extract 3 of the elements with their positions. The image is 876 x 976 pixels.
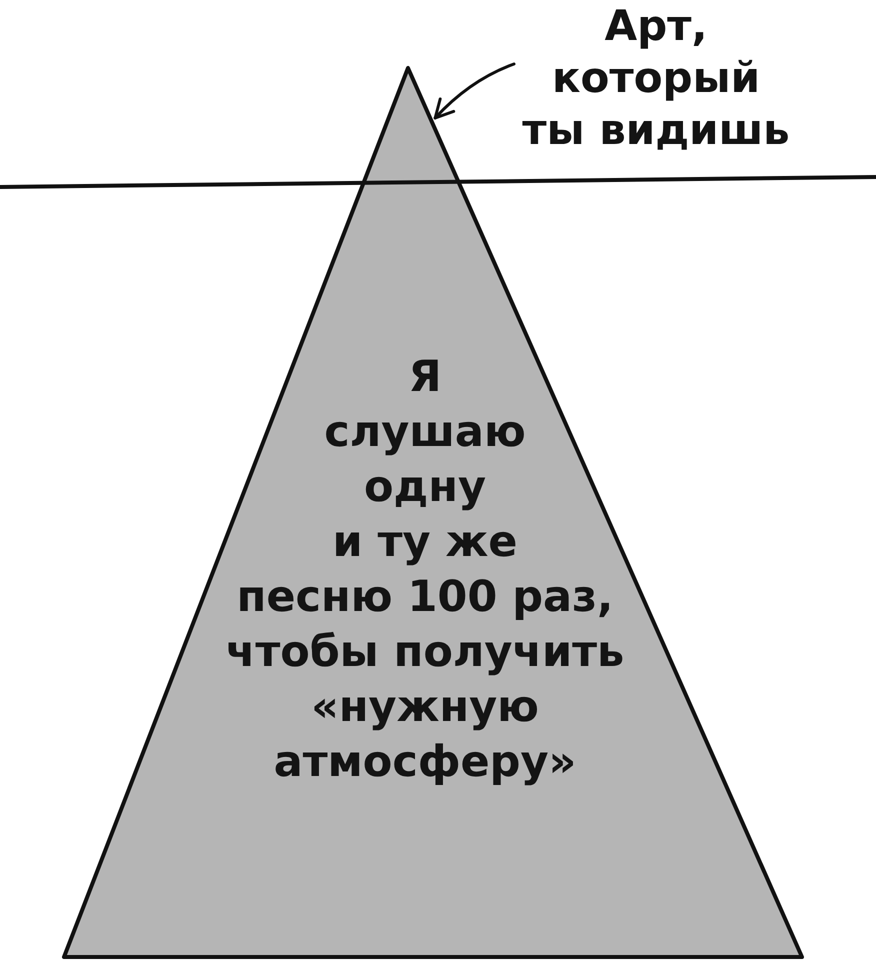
annotation-text: Арт, который ты видишь xyxy=(516,0,796,156)
leader-arrow xyxy=(434,62,516,120)
body-text: Я слушаю одну и ту же песню 100 раз, чтобы получить «нужную атмосферу» xyxy=(224,351,626,789)
